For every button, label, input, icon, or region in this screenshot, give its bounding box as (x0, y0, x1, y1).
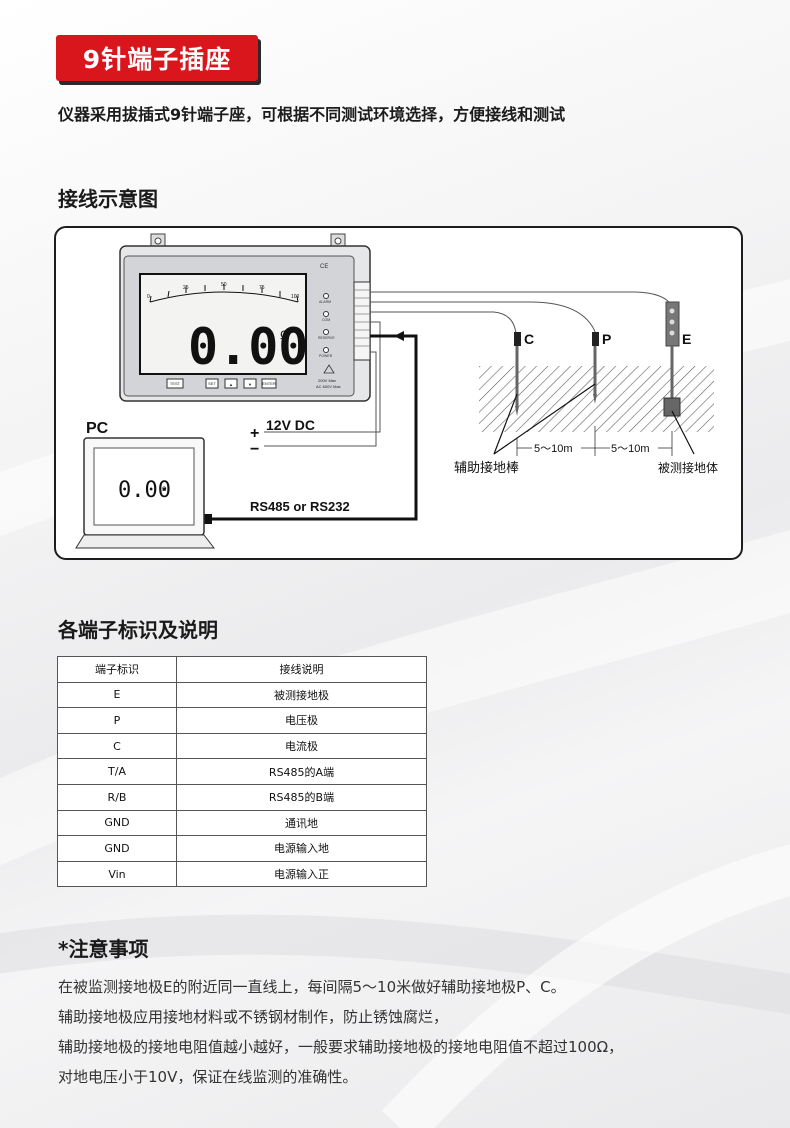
pc-label: PC (86, 420, 109, 437)
svg-text:▲: ▲ (229, 382, 233, 387)
terminal-desc: 电压极 (176, 707, 427, 734)
terminal-desc: RS485的B端 (176, 783, 427, 811)
note-line: 对地电压小于10V，保证在线监测的准确性。 (58, 1068, 358, 1086)
table-row: P 电压极 (57, 707, 427, 734)
power-label: 12V DC (266, 417, 315, 433)
terminals-heading: 各端子标识及说明 (58, 618, 218, 642)
terminal-id: T/A (57, 758, 177, 785)
note-line: 辅助接地极应用接地材料或不锈钢材制作，防止锈蚀腐烂， (58, 1008, 449, 1026)
indicator-com: COM (322, 318, 330, 322)
note-line: 辅助接地极的接地电阻值越小越好，一般要求辅助接地极的接地电阻值不超过100Ω， (58, 1038, 624, 1056)
terminal-id: E (57, 681, 177, 709)
terminal-table: 端子标识 接线说明 E 被测接地极 P 电压极 C 电流极 T/A RS485的… (57, 656, 427, 888)
power-minus: − (250, 441, 259, 458)
table-header-row: 端子标识 接线说明 (57, 656, 427, 683)
power-plus: + (250, 425, 259, 442)
svg-text:TEST: TEST (170, 381, 181, 386)
aux-rod-label: 辅助接地棒 (454, 460, 519, 475)
table-row: R/B RS485的B端 (57, 783, 427, 811)
down-button (243, 378, 257, 389)
terminal-desc: 被测接地极 (176, 681, 427, 709)
electrode-p-label: P (602, 331, 611, 347)
scale-label: 50 (221, 282, 227, 288)
up-button (224, 378, 238, 389)
scale-label: 0 (147, 294, 150, 300)
intro-text: 仪器采用拔插式9针端子座，可根据不同测试环境选择，方便接线和测试 (58, 105, 566, 124)
pc-reading: 0.00 (118, 478, 171, 503)
terminal-desc: 通讯地 (176, 809, 427, 837)
terminal-block (353, 281, 371, 361)
scale-label: 25 (183, 285, 189, 291)
column-header: 端子标识 (57, 656, 177, 683)
svg-text:SET: SET (208, 381, 216, 386)
rating-1: 200V Max (318, 378, 336, 383)
terminal-id: P (57, 707, 177, 734)
badge-title: 9针端子插座 (82, 45, 232, 74)
table-row: E 被测接地极 (57, 681, 427, 709)
pc-base (75, 534, 216, 549)
electrode-e-label: E (682, 331, 691, 347)
table-row: GND 电源输入地 (57, 835, 427, 862)
terminal-id: GND (57, 809, 177, 837)
table-row: T/A RS485的A端 (57, 758, 427, 785)
svg-text:▼: ▼ (248, 382, 252, 387)
rating-2: AC 600V Max (316, 384, 341, 389)
scale-label: 75 (259, 285, 265, 291)
distance-1: 5～10m (534, 443, 573, 455)
electrode-c (514, 332, 521, 346)
distance-2: 5～10m (611, 443, 650, 455)
wiring-diagram: 0 25 50 75 100 0.00 Ω ALARM COM RESERVE … (75, 233, 718, 549)
terminal-desc: RS485的A端 (176, 758, 427, 785)
table-row: C 电流极 (57, 732, 427, 760)
terminal-desc: 电源输入正 (176, 860, 427, 888)
indicator-power: POWER (319, 354, 333, 358)
terminal-id: C (57, 732, 177, 760)
terminal-id: GND (57, 835, 177, 862)
note-line: 在被监测接地极E的附近同一直线上，每间隔5～10米做好辅助接地极P、C。 (58, 978, 566, 996)
section-title-badge: 9针端子插座 (56, 35, 258, 81)
table-row: GND 通讯地 (57, 809, 427, 837)
electrode-p (592, 332, 599, 346)
meter-lcd (139, 273, 307, 375)
enter-button (261, 378, 277, 389)
scale-label: 100 (291, 294, 300, 300)
notes-heading: *注意事项 (58, 937, 149, 961)
ce-mark: CE (320, 264, 328, 270)
electrode-c-label: C (524, 331, 534, 347)
meter-unit: Ω (280, 328, 289, 342)
terminal-desc: 电流极 (176, 732, 427, 760)
wiring-heading: 接线示意图 (58, 187, 158, 211)
svg-text:ENTER: ENTER (262, 381, 276, 386)
terminal-id: R/B (57, 783, 177, 811)
column-header: 接线说明 (176, 656, 427, 683)
test-button (166, 378, 184, 389)
terminal-desc: 电源输入地 (176, 835, 427, 862)
target-label: 被测接地体 (658, 460, 718, 475)
table-row: Vin 电源输入正 (57, 860, 427, 888)
comm-label: RS485 or RS232 (250, 499, 350, 514)
terminal-id: Vin (57, 860, 177, 888)
meter-reading: 0.00 (188, 318, 308, 376)
ground-body (663, 397, 681, 417)
notes-body: 在被监测接地极E的附近同一直线上，每间隔5～10米做好辅助接地极P、C。 辅助接… (58, 972, 623, 1092)
set-button (205, 378, 219, 389)
pc-unit: Ω (162, 487, 167, 493)
indicator-alarm: ALARM (319, 300, 331, 304)
indicator-reserve: RESERVE (318, 336, 335, 340)
